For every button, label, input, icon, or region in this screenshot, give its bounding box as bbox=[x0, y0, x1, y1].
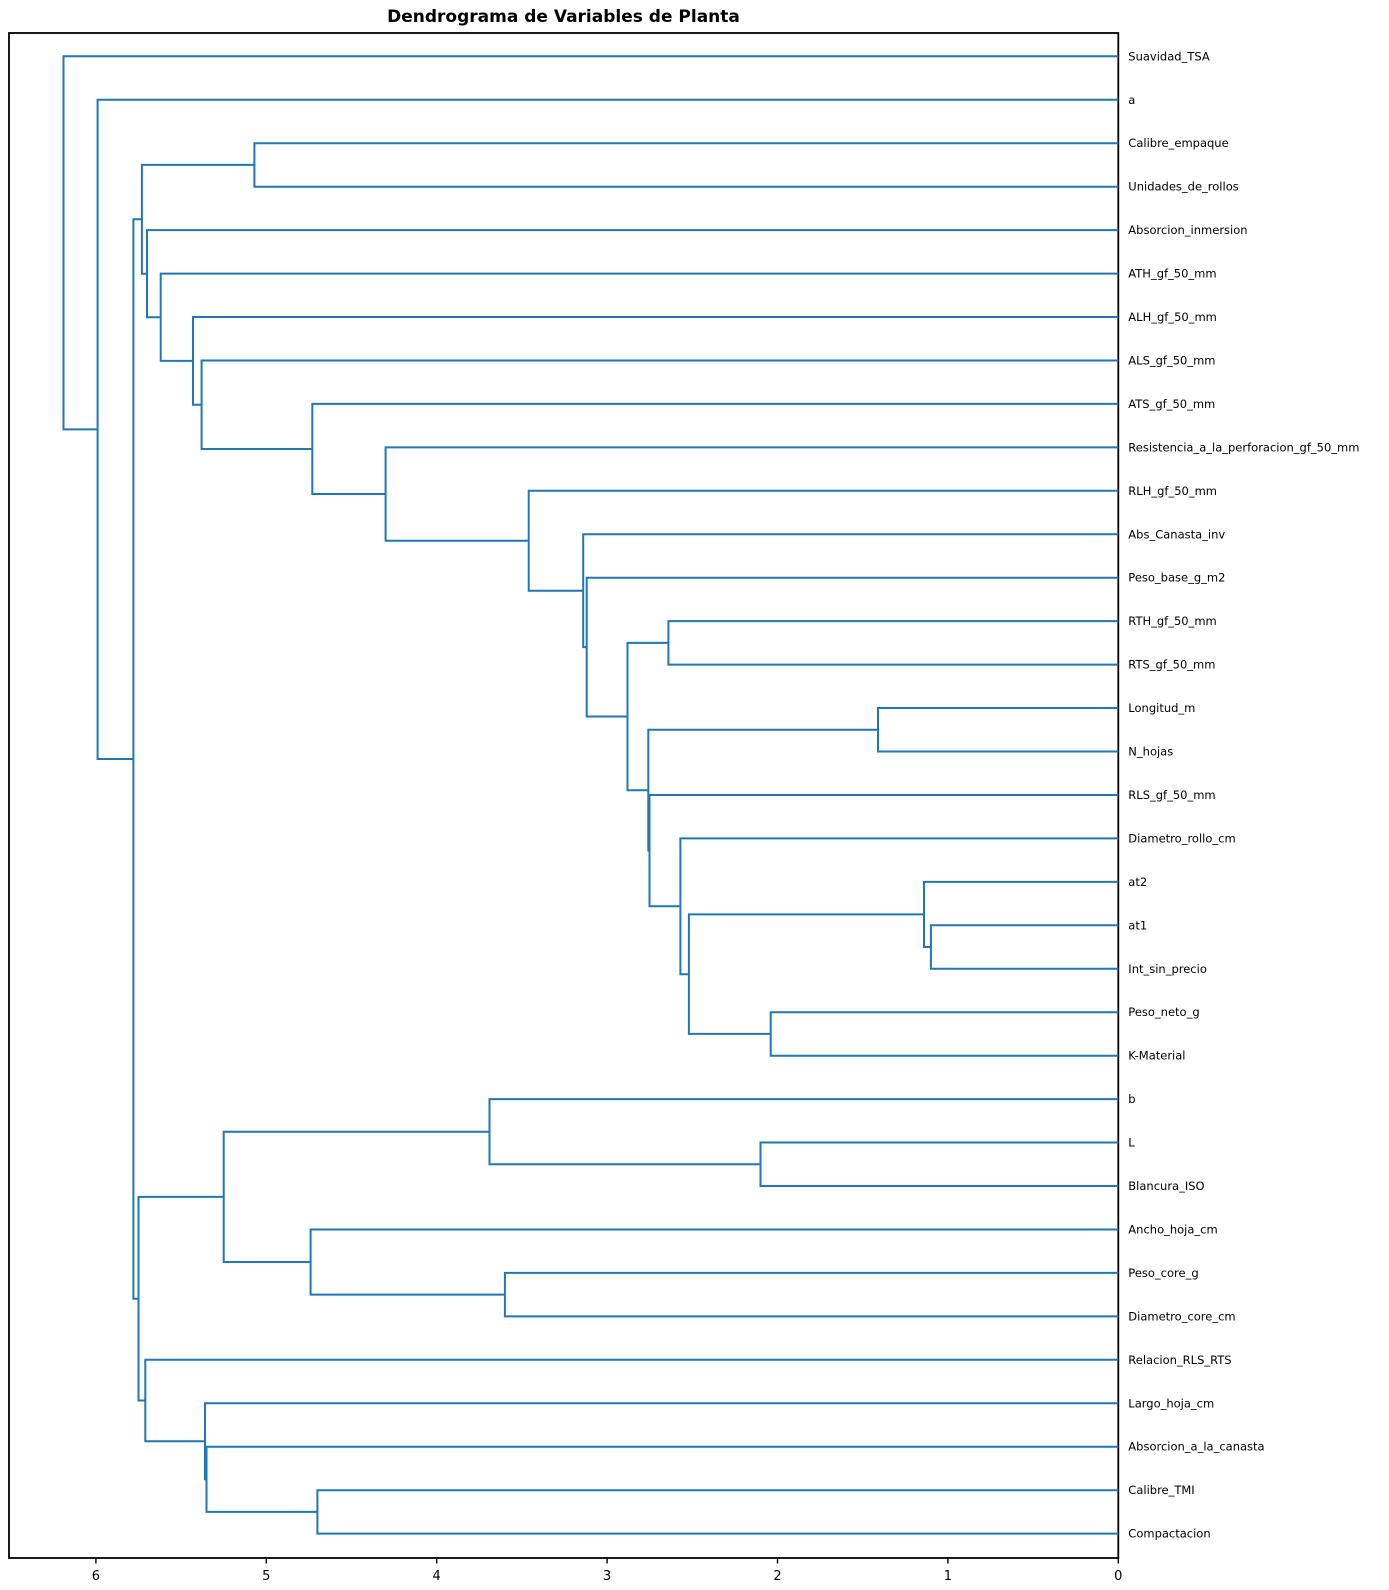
leaf-label: at1 bbox=[1128, 918, 1147, 932]
leaf-label: N_hojas bbox=[1128, 745, 1173, 759]
x-tick-label: 6 bbox=[92, 1569, 100, 1584]
leaf-label: RLS_gf_50_mm bbox=[1128, 788, 1215, 802]
x-axis-tick-labels: 6 5 4 3 2 1 0 bbox=[92, 1569, 1123, 1584]
leaf-label: ATH_gf_50_mm bbox=[1128, 267, 1216, 281]
x-tick-label: 3 bbox=[603, 1569, 611, 1584]
leaf-label: RTH_gf_50_mm bbox=[1128, 614, 1216, 628]
leaf-label: Largo_hoja_cm bbox=[1128, 1396, 1214, 1410]
leaf-labels: Suavidad_TSAaCalibre_empaqueUnidades_de_… bbox=[1128, 49, 1359, 1540]
leaf-label: Peso_base_g_m2 bbox=[1128, 571, 1225, 585]
leaf-label: Int_sin_precio bbox=[1128, 962, 1207, 976]
x-tick-label: 4 bbox=[433, 1569, 441, 1584]
dendrogram-link-path bbox=[62, 55, 1119, 1535]
leaf-label: Abs_Canasta_inv bbox=[1128, 527, 1225, 541]
leaf-label: a bbox=[1128, 93, 1135, 107]
chart-title: Dendrograma de Variables de Planta bbox=[387, 7, 740, 27]
leaf-label: Relacion_RLS_RTS bbox=[1128, 1353, 1231, 1367]
leaf-label: RTS_gf_50_mm bbox=[1128, 658, 1215, 672]
leaf-label: RLH_gf_50_mm bbox=[1128, 484, 1217, 498]
leaf-label: Calibre_TMI bbox=[1128, 1483, 1194, 1497]
leaf-label: Peso_core_g bbox=[1128, 1266, 1198, 1280]
leaf-label: ATS_gf_50_mm bbox=[1128, 397, 1215, 411]
leaf-label: Compactacion bbox=[1128, 1527, 1210, 1541]
leaf-label: Ancho_hoja_cm bbox=[1128, 1223, 1217, 1237]
x-tick-label: 0 bbox=[1114, 1569, 1122, 1584]
leaf-label: K-Material bbox=[1128, 1049, 1185, 1063]
leaf-label: Diametro_rollo_cm bbox=[1128, 831, 1235, 845]
leaf-label: ALH_gf_50_mm bbox=[1128, 310, 1217, 324]
leaf-label: Peso_neto_g bbox=[1128, 1005, 1199, 1019]
leaf-label: ALS_gf_50_mm bbox=[1128, 354, 1215, 368]
leaf-label: Unidades_de_rollos bbox=[1128, 180, 1238, 194]
leaf-label: Absorcion_a_la_canasta bbox=[1128, 1440, 1264, 1454]
leaf-label: Calibre_empaque bbox=[1128, 136, 1228, 150]
leaf-label: b bbox=[1128, 1092, 1135, 1106]
leaf-label: Longitud_m bbox=[1128, 701, 1195, 715]
x-tick-label: 2 bbox=[773, 1569, 781, 1584]
leaf-label: Suavidad_TSA bbox=[1128, 49, 1210, 63]
x-axis-ticks bbox=[95, 1558, 1120, 1564]
leaf-label: Resistencia_a_la_perforacion_gf_50_mm bbox=[1128, 440, 1359, 454]
leaf-label: Absorcion_inmersion bbox=[1128, 223, 1247, 237]
leaf-label: L bbox=[1128, 1136, 1135, 1150]
dendrogram-links bbox=[62, 55, 1119, 1535]
leaf-label: Blancura_ISO bbox=[1128, 1179, 1204, 1193]
x-tick-label: 5 bbox=[262, 1569, 270, 1584]
leaf-label: at2 bbox=[1128, 875, 1147, 889]
x-tick-label: 1 bbox=[944, 1569, 952, 1584]
leaf-label: Diametro_core_cm bbox=[1128, 1309, 1235, 1323]
